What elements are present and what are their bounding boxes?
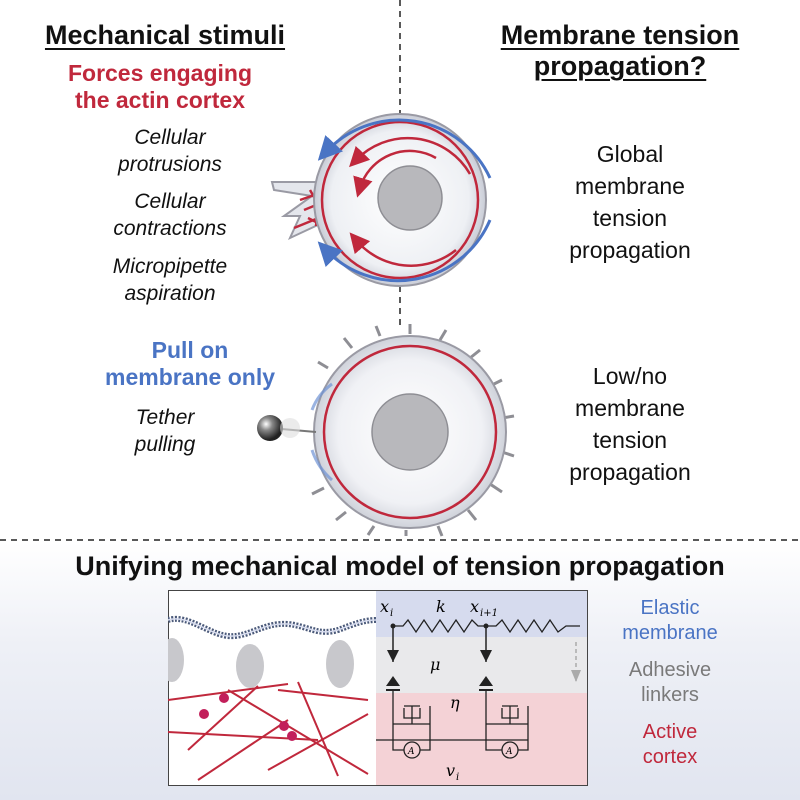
- label-xi: x: [380, 597, 389, 616]
- outer-arrow-top: [317, 118, 492, 179]
- inner-arrow-bottom: [349, 232, 457, 267]
- low-propagation-text: Low/no membrane tension propagation: [569, 363, 691, 485]
- inner-arrow-mid: [353, 149, 437, 198]
- bead-ghost: [280, 418, 300, 438]
- label-A-2: A: [505, 747, 513, 757]
- outer-arrow-bottom: [317, 219, 492, 283]
- tether-cell-diagram: [257, 324, 515, 537]
- label-k: k: [436, 597, 446, 616]
- band-membrane: [376, 591, 587, 637]
- global-propagation-text: Global membrane tension propagation: [569, 141, 691, 263]
- linker-2: [236, 644, 264, 688]
- blue-pull-arrow-bottom: [310, 449, 333, 482]
- pull-title: Pull on membrane only: [105, 337, 275, 390]
- unifying-title: Unifying mechanical model of tension pro…: [75, 551, 725, 581]
- item-micropipette: Micropipette aspiration: [112, 255, 228, 305]
- legend-elastic-membrane: Elastic membrane: [622, 597, 718, 644]
- band-cortex: [376, 693, 587, 785]
- label-eta: η: [450, 693, 460, 712]
- spring-1: [393, 618, 486, 634]
- model-schematic: A A x i k x i+1 μ η v i: [168, 590, 588, 786]
- label-xi1: x: [470, 597, 479, 616]
- item-tether: Tether pulling: [134, 406, 196, 456]
- nucleus-2: [371, 393, 449, 471]
- spring-2: [486, 618, 580, 634]
- label-mu: μ: [430, 655, 440, 674]
- left-header: Mechanical stimuli: [44, 20, 286, 50]
- linker-1: [168, 638, 184, 682]
- item-contractions: Cellular contractions: [113, 190, 227, 240]
- cortex-element-2: [430, 705, 529, 759]
- nucleus: [377, 165, 443, 231]
- cortex-element-1: [376, 705, 431, 759]
- crosslinkers: [199, 693, 297, 741]
- item-protrusions: Cellular protrusions: [118, 126, 222, 176]
- membrane-protrusions: [311, 324, 515, 537]
- label-vi-sub: i: [456, 772, 459, 783]
- label-xi-sub: i: [390, 608, 393, 619]
- inner-arrow-top: [349, 136, 472, 175]
- label-vi: v: [446, 761, 455, 780]
- actin-cortex: [320, 120, 480, 280]
- label-A-1: A: [407, 747, 415, 757]
- actin-cortex-2: [322, 344, 498, 520]
- blue-pull-arrow-top: [310, 382, 333, 411]
- legend-active-cortex: Active cortex: [642, 721, 698, 768]
- forces-title: Forces engaging the actin cortex: [67, 60, 253, 113]
- cell-actin-diagram: [270, 113, 492, 287]
- label-xi1-sub: i+1: [480, 608, 498, 619]
- bead: [257, 415, 283, 441]
- right-header: Membrane tension propagation?: [500, 20, 740, 81]
- legend-adhesive-linkers: Adhesive linkers: [628, 659, 712, 706]
- linker-3: [326, 640, 354, 688]
